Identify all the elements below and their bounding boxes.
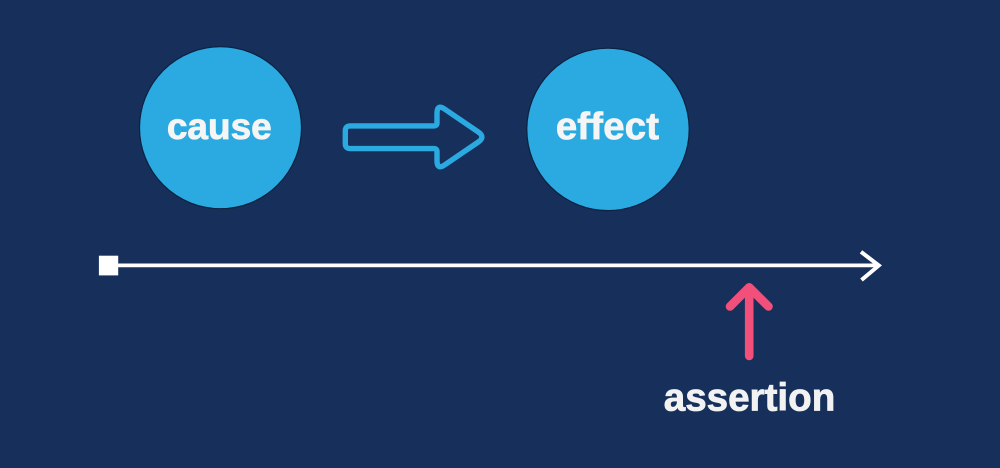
svg-text:assertion: assertion: [664, 377, 836, 420]
svg-text:cause: cause: [167, 106, 272, 147]
svg-text:effect: effect: [556, 105, 659, 148]
